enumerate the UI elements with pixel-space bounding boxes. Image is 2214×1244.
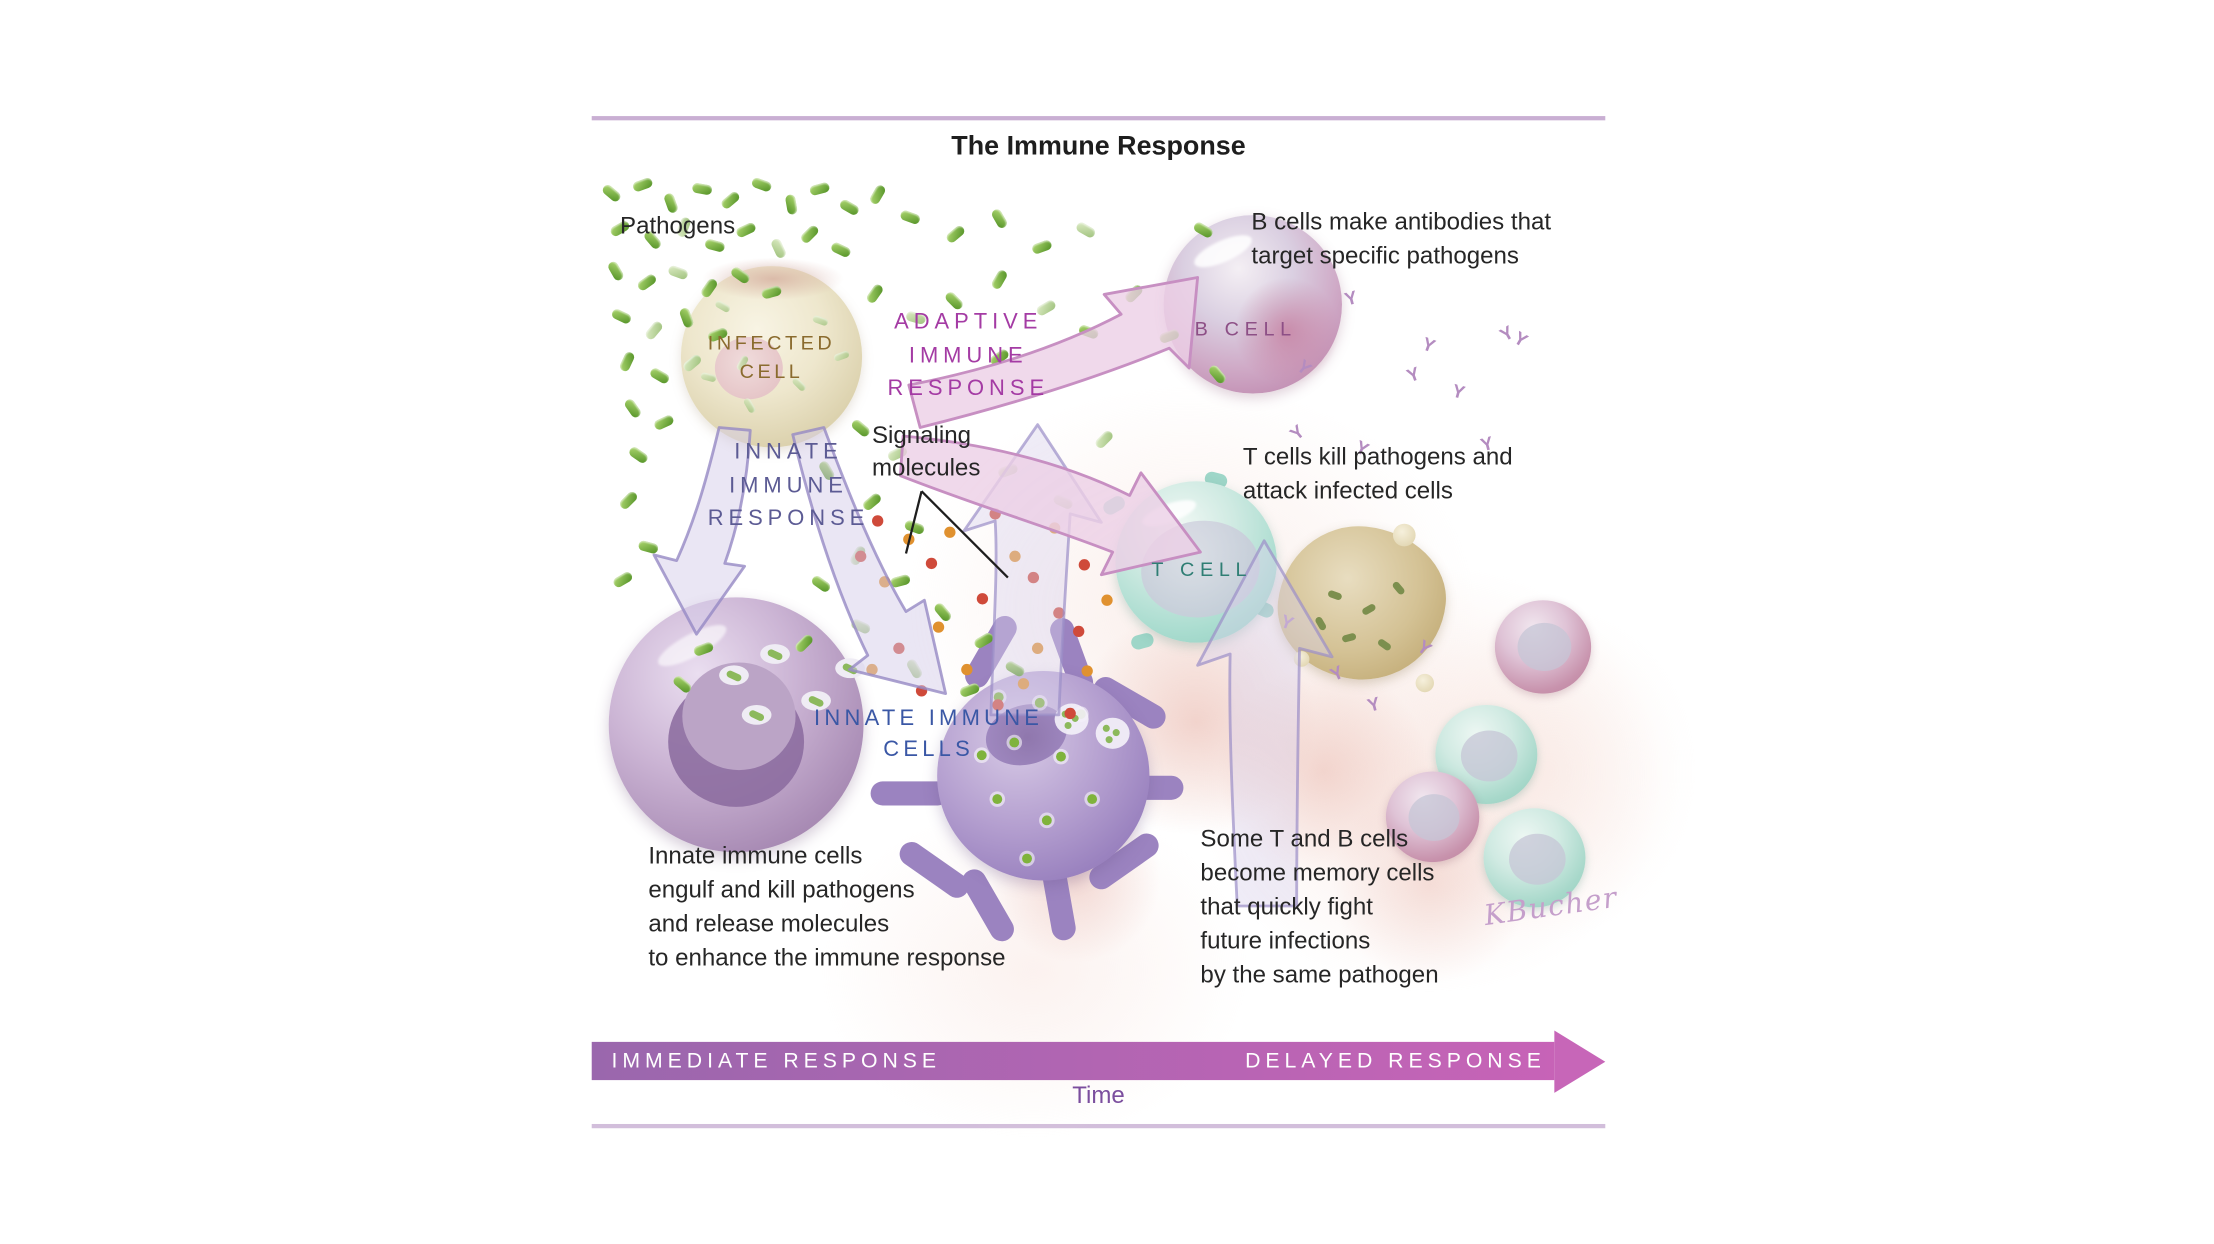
- memory-cells-caption: Some T and B cells become memory cells t…: [1200, 825, 1439, 989]
- timeline-arrowhead-icon: [1554, 1030, 1606, 1093]
- pathogen-icon: [868, 183, 887, 206]
- signaling-molecule-icon: [1027, 571, 1040, 584]
- signaling-molecule-icon: [1053, 607, 1065, 619]
- signaling-molecule-icon: [1048, 522, 1061, 534]
- engulfed-pathogen-icon: [835, 658, 865, 679]
- pathogen-icon: [769, 237, 788, 260]
- pathogen-icon: [678, 306, 695, 329]
- pathogen-icon: [865, 282, 885, 305]
- pathogen-icon: [808, 181, 831, 197]
- signaling-molecule-icon: [989, 508, 1001, 520]
- pathogen-icon: [838, 198, 861, 217]
- pathogen-icon: [990, 207, 1009, 230]
- top-rule: [591, 116, 1606, 121]
- vesicle-bubble: [1415, 673, 1435, 693]
- vesicle-cluster: [1095, 717, 1130, 749]
- signaling-molecule-icon: [1009, 550, 1021, 562]
- adaptive-response-label: ADAPTIVE IMMUNE RESPONSE: [887, 310, 1050, 401]
- pathogen-dot-icon: [976, 750, 987, 761]
- pathogen-icon: [784, 193, 798, 216]
- signaling-molecule-icon: [866, 663, 878, 676]
- engulfed-pathogen-icon: [760, 644, 790, 664]
- pathogen-icon: [1030, 238, 1053, 256]
- vesicle-bubble: [1392, 523, 1416, 547]
- time-axis-label: Time: [1072, 1081, 1125, 1109]
- bottom-rule: [591, 1123, 1606, 1129]
- pathogen-icon: [618, 350, 636, 373]
- antibody-icon: Y: [1419, 332, 1439, 357]
- b-cell-nucleus: [1234, 277, 1340, 386]
- pathogen-icon: [719, 190, 742, 211]
- t-cell-label: T CELL: [1151, 557, 1253, 581]
- signaling-molecule-icon: [893, 642, 905, 655]
- engulfed-pathogen-icon: [801, 690, 831, 711]
- pathogen-icon: [829, 241, 852, 259]
- antibody-icon: Y: [1342, 286, 1360, 310]
- pathogen-icon: [734, 221, 758, 239]
- signaling-molecule-icon: [925, 557, 938, 570]
- pathogen-dot-icon: [1087, 794, 1098, 805]
- pathogen-icon: [990, 268, 1009, 291]
- signaling-molecule-icon: [915, 685, 928, 697]
- delayed-response-label: DELAYED RESPONSE: [1245, 1048, 1546, 1074]
- pathogens-label: Pathogens: [620, 212, 736, 240]
- pathogen-icon: [631, 176, 654, 193]
- signaling-molecule-icon: [976, 593, 989, 605]
- pathogen-icon: [610, 307, 633, 326]
- memory-cell-nucleus: [1408, 794, 1460, 841]
- timeline-bar: [591, 1041, 1555, 1081]
- pathogen-dot-icon: [992, 794, 1003, 805]
- signaling-molecule-icon: [1073, 625, 1085, 638]
- signaling-molecules-label: Signaling molecules: [872, 421, 981, 482]
- pathogen-dot-icon: [1022, 853, 1032, 864]
- pathogen-icon: [618, 489, 640, 511]
- pathogen-icon: [637, 539, 660, 555]
- pathogen-icon: [611, 570, 634, 589]
- innate-cells-caption: Innate immune cells engulf and kill path…: [648, 842, 1006, 972]
- engulfed-pathogen-icon: [719, 665, 749, 686]
- innate-cells-label: INNATE IMMUNE CELLS: [814, 706, 1044, 762]
- infected-cell-label: INFECTED CELL: [707, 331, 836, 383]
- pathogen-icon: [623, 397, 643, 420]
- pathogen-icon: [1074, 220, 1097, 240]
- memory-cell-nucleus: [1517, 622, 1572, 671]
- pathogen-icon: [667, 264, 690, 281]
- signaling-molecule-icon: [932, 621, 945, 633]
- infected-cell-nucleus: [714, 336, 783, 400]
- signaling-molecule-icon: [961, 663, 973, 676]
- pathogen-dot-icon: [1041, 815, 1052, 826]
- vesicle-bubble: [1293, 651, 1310, 667]
- pathogen-icon: [691, 182, 713, 196]
- b-cell-caption: B cells make antibodies that target spec…: [1251, 208, 1552, 269]
- signaling-molecule-icon: [1081, 665, 1093, 677]
- pathogen-dot-icon: [1056, 751, 1066, 762]
- signaling-molecule-icon: [879, 576, 891, 588]
- pathogen-icon: [799, 223, 821, 245]
- pathogen-icon: [606, 260, 626, 283]
- memory-cell-nucleus: [1460, 730, 1518, 782]
- memory-cell-nucleus: [1509, 833, 1566, 885]
- pathogen-icon: [652, 413, 675, 432]
- immediate-response-label: IMMEDIATE RESPONSE: [611, 1048, 942, 1074]
- pathogen-icon: [750, 176, 773, 193]
- signaling-molecule-icon: [855, 550, 867, 562]
- b-cell-label: B CELL: [1194, 317, 1297, 340]
- signaling-molecule-icon: [1101, 594, 1113, 606]
- engulfed-pathogen-icon: [741, 704, 772, 725]
- dendritic-tentacle: [870, 781, 950, 806]
- signaling-molecule-icon: [1031, 642, 1044, 655]
- pathogen-dot-icon: [1009, 737, 1020, 748]
- figure-title: The Immune Response: [951, 131, 1246, 162]
- pathogen-icon: [600, 183, 623, 204]
- t-cell-caption: T cells kill pathogens and attack infect…: [1242, 443, 1513, 504]
- pathogen-icon: [635, 272, 658, 293]
- pathogen-icon: [944, 224, 967, 245]
- antibody-icon: Y: [1510, 326, 1532, 352]
- signaling-molecule-icon: [944, 526, 956, 538]
- signaling-molecule-icon: [1017, 678, 1030, 690]
- pathogen-icon: [899, 209, 922, 226]
